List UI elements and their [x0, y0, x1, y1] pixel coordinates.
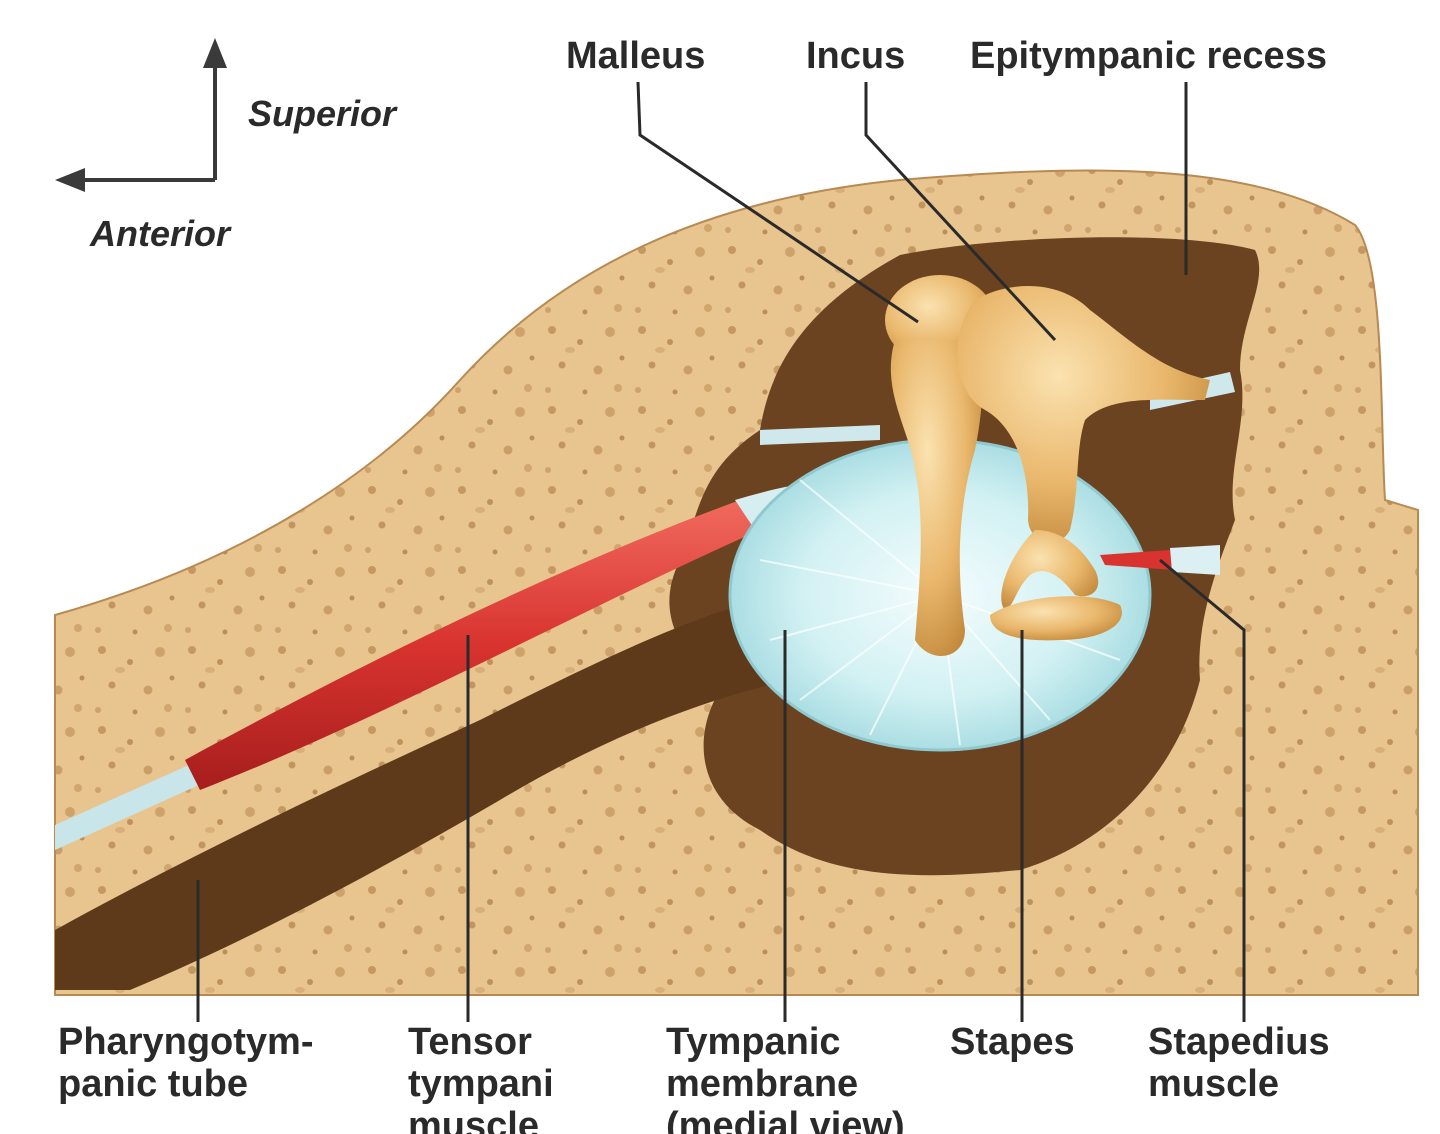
pharyngotympanic-tube-label-line1: Pharyngotym- [58, 1021, 314, 1063]
pharyngotympanic-tube-label-line2: panic tube [58, 1063, 249, 1105]
incus-label: Incus [806, 35, 906, 77]
epitympanic-recess-label: Epitympanic recess [970, 35, 1327, 77]
tympanic-membrane-label-line3: (medial view) [666, 1105, 905, 1134]
stapedius-muscle-shape [1100, 550, 1175, 570]
pharyngotympanic-tube-shape [55, 600, 790, 990]
incus-bone [957, 286, 1210, 543]
anterior-ligament [760, 425, 880, 445]
tensor-tympani-label-line3: muscle [408, 1105, 539, 1134]
anterior-arrowhead [55, 168, 85, 192]
leader-incus [864, 82, 1057, 342]
orientation-compass [70, 50, 217, 182]
tensor-tympani-muscle-shape [185, 500, 760, 790]
tensor-tympani-tendon-left [55, 760, 210, 850]
anterior-label: Anterior [90, 213, 231, 254]
tensor-tympani-label-line1: Tensor [408, 1021, 532, 1063]
stapes-bone [990, 530, 1122, 641]
tensor-tympani-label-line2: tympani [408, 1063, 554, 1105]
leader-stapedius [1159, 558, 1246, 1022]
leader-malleus [636, 81, 919, 324]
stapedius-muscle-label-line2: muscle [1148, 1063, 1279, 1105]
malleus-label: Malleus [566, 35, 706, 77]
stapedius-muscle-label-line1: Stapedius [1148, 1021, 1330, 1063]
superior-arrowhead [203, 38, 227, 68]
stapes-label: Stapes [950, 1021, 1075, 1063]
leader-lines [196, 81, 1246, 1022]
stapedius-tendon [1170, 545, 1220, 575]
tympanic-membrane-label-line2: membrane [666, 1063, 859, 1105]
superior-label: Superior [248, 93, 397, 134]
tympanic-membrane-label-line1: Tympanic [666, 1021, 841, 1063]
